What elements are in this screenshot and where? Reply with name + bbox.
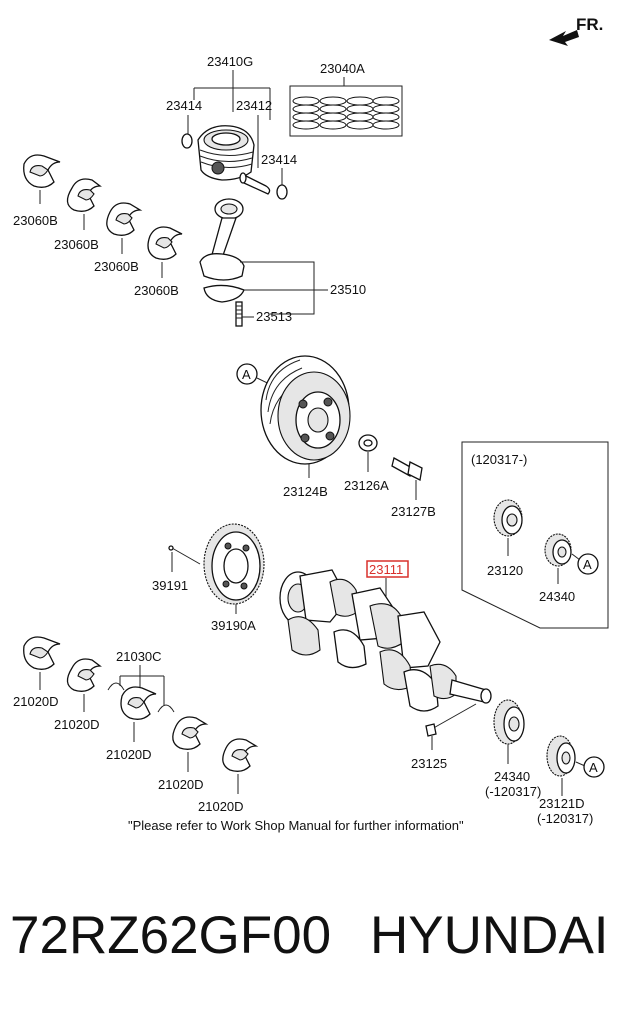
main-bearing-1	[23, 636, 61, 670]
crankshaft	[279, 569, 492, 712]
highlight-box-23111	[366, 560, 409, 578]
conrod-bearing-1	[23, 154, 61, 188]
conrod-bearing-4	[147, 226, 183, 260]
label-21020D-4[interactable]: 21020D	[158, 777, 204, 792]
conrod-bolt	[235, 301, 243, 327]
front-direction-label: FR.	[576, 15, 603, 34]
reference-marker-a-2: A	[577, 553, 599, 575]
label-39190A[interactable]: 39190A	[211, 618, 256, 633]
crankshaft-sprocket-23121D	[546, 735, 576, 777]
svg-text:A: A	[589, 760, 598, 775]
label-23040A[interactable]: 23040A	[320, 61, 365, 76]
conrod-bearing-2	[66, 178, 102, 212]
reference-marker-a-1: A	[236, 363, 258, 385]
label-23410G[interactable]: 23410G	[207, 54, 253, 69]
label-23124B[interactable]: 23124B	[283, 484, 328, 499]
main-bearing-2	[66, 658, 102, 692]
inset-gear-24340	[544, 533, 572, 567]
label-23513[interactable]: 23513	[256, 309, 292, 324]
label-21020D-1[interactable]: 21020D	[13, 694, 59, 709]
damper-pulley	[260, 355, 351, 465]
inset-label: (120317-)	[471, 452, 527, 467]
label-23120[interactable]: 23120	[487, 563, 523, 578]
label-23127B[interactable]: 23127B	[391, 504, 436, 519]
piston	[197, 125, 255, 181]
pin-39191	[168, 545, 201, 565]
svg-text:A: A	[583, 557, 592, 572]
inset-box	[461, 441, 609, 629]
main-bearing-4	[172, 716, 209, 750]
connecting-rod	[199, 198, 315, 315]
main-bearing-3	[120, 686, 157, 720]
piston-ring-set	[289, 85, 403, 137]
label-23414-left[interactable]: 23414	[166, 98, 202, 113]
label-23121D[interactable]: 23121D	[539, 796, 585, 811]
note-23121D: (-120317)	[537, 811, 593, 826]
svg-text:A: A	[242, 367, 251, 382]
brand-name: HYUNDAI	[370, 906, 609, 965]
snap-ring-right	[276, 184, 288, 200]
label-23412[interactable]: 23412	[236, 98, 272, 113]
label-39191[interactable]: 39191	[152, 578, 188, 593]
label-23060B-3[interactable]: 23060B	[94, 259, 139, 274]
label-23510[interactable]: 23510	[330, 282, 366, 297]
parts-diagram: FR. 23410G 23414 23412 23414 23040A	[13, 15, 609, 833]
snap-ring-left	[181, 133, 193, 149]
label-23060B-4[interactable]: 23060B	[134, 283, 179, 298]
label-23111[interactable]: 23111	[369, 562, 403, 577]
label-21020D-3[interactable]: 21020D	[106, 747, 152, 762]
conrod-bearing-3	[106, 202, 143, 236]
label-23126A[interactable]: 23126A	[344, 478, 389, 493]
reluctor-ring	[203, 523, 265, 605]
label-23125[interactable]: 23125	[411, 756, 447, 771]
footnote: "Please refer to Work Shop Manual for fu…	[128, 818, 464, 833]
reference-marker-a-3: A	[583, 756, 605, 778]
label-21020D-5[interactable]: 21020D	[198, 799, 244, 814]
note-24340: (-120317)	[485, 784, 541, 799]
pulley-bolt	[391, 457, 423, 481]
woodruff-key	[425, 703, 477, 737]
part-number: 72RZ62GF00	[10, 906, 332, 965]
piston-pin	[239, 172, 271, 195]
label-21030C[interactable]: 21030C	[116, 649, 162, 664]
label-23414-right[interactable]: 23414	[261, 152, 297, 167]
crankshaft-sprocket	[493, 499, 523, 537]
label-24340-inset[interactable]: 24340	[539, 589, 575, 604]
pulley-washer	[358, 434, 378, 452]
label-23060B-1[interactable]: 23060B	[13, 213, 58, 228]
front-direction-arrow-icon	[549, 30, 579, 46]
label-23060B-2[interactable]: 23060B	[54, 237, 99, 252]
caption-bar: 72RZ62GF00 HYUNDAI	[0, 895, 622, 985]
main-bearing-5	[222, 738, 259, 772]
crankshaft-gear-24340	[493, 699, 525, 745]
label-24340[interactable]: 24340	[494, 769, 530, 784]
label-21020D-2[interactable]: 21020D	[54, 717, 100, 732]
